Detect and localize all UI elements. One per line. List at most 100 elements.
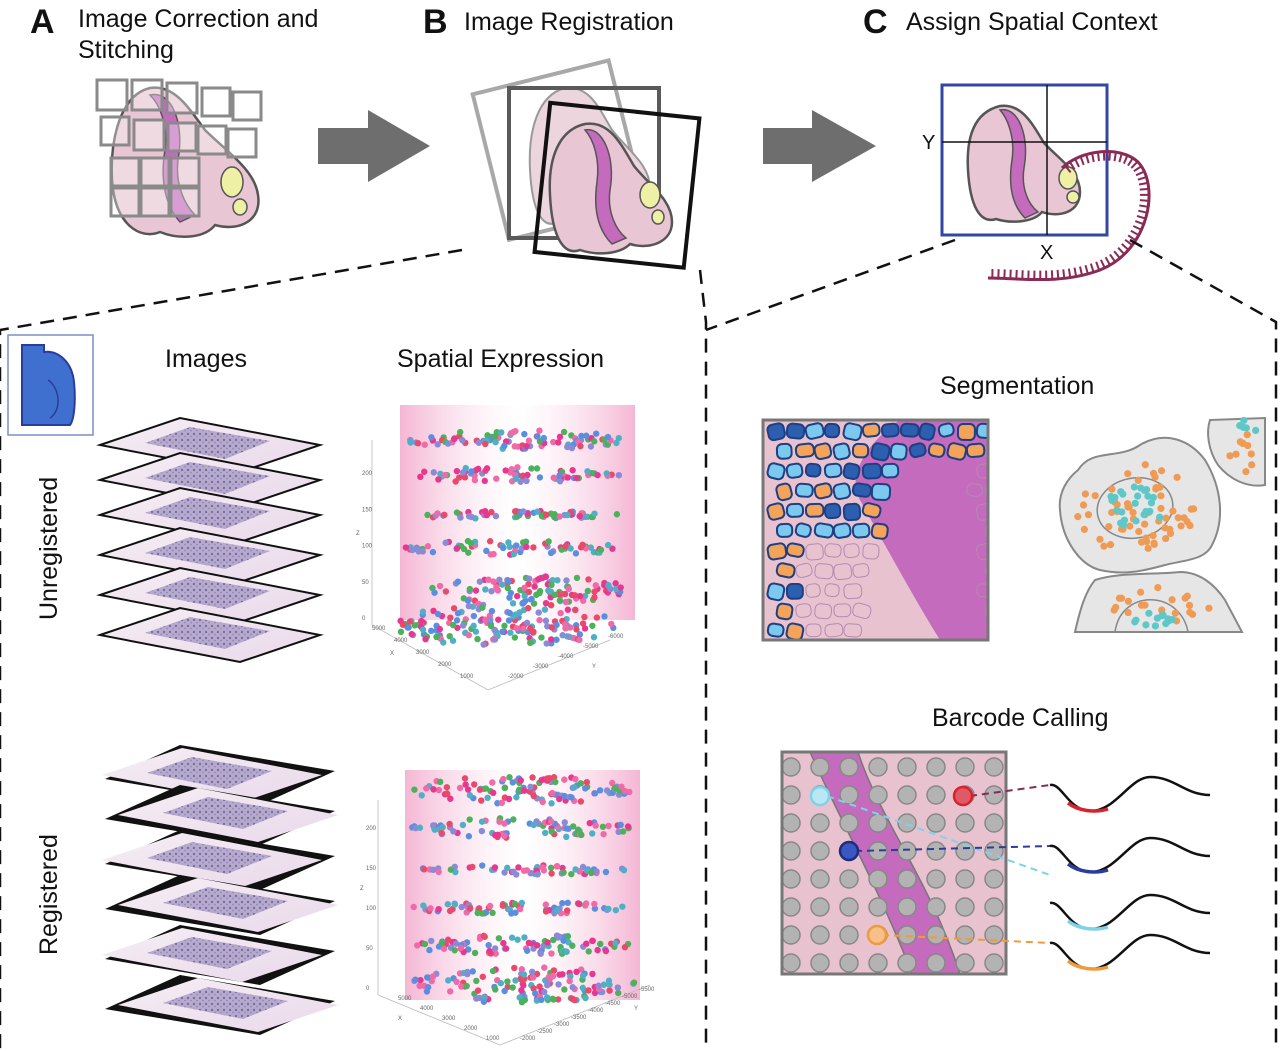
segmented-cell [794, 442, 815, 459]
expression-dot [501, 869, 508, 876]
expression-dot [529, 774, 536, 781]
expression-dot [428, 937, 435, 945]
barcode-spot [897, 841, 917, 861]
panel-a-letter: A [30, 3, 55, 41]
expression-dot [436, 582, 444, 590]
expression-dot [429, 866, 437, 874]
expression-dot [478, 827, 486, 835]
transcript-dot [1171, 609, 1179, 617]
expression-dot [591, 588, 598, 595]
barcode-spot [926, 897, 946, 917]
read-tick [1056, 269, 1060, 279]
expression-dot [553, 636, 560, 643]
expression-dot [483, 547, 490, 555]
segmented-cell [775, 482, 793, 502]
expression-dot [486, 902, 494, 910]
expression-dot [418, 617, 425, 625]
expression-dot [405, 624, 412, 631]
expression-dot [594, 946, 601, 954]
expression-dot [504, 864, 511, 872]
segmented-cell [785, 582, 804, 600]
barcode-spot [782, 925, 801, 945]
expression-dot [614, 984, 622, 991]
expression-dot [480, 932, 487, 940]
expression-dot [447, 866, 455, 873]
expression-dot [597, 940, 604, 948]
plot-y-axis-label: Y [592, 664, 596, 670]
spatial-expression-plot-unregistered: Z X Y 05010015020050004000300020001000-2… [356, 405, 635, 691]
read-backbone [1049, 775, 1211, 813]
expression-dot [549, 789, 556, 797]
expression-dot [459, 437, 466, 444]
expression-dot [523, 442, 530, 450]
expression-dot [613, 439, 620, 447]
expression-dot [430, 786, 437, 793]
expression-dot [528, 465, 535, 472]
expression-dot [524, 604, 532, 612]
tissue-slide [105, 785, 338, 845]
segmented-cell [861, 502, 882, 519]
expression-dot [446, 632, 453, 640]
expression-dot [468, 513, 475, 521]
expression-dot [511, 964, 518, 972]
segmented-cell [805, 583, 821, 598]
expression-dot [589, 622, 596, 629]
segmented-cell [794, 482, 814, 498]
plot-dots [397, 427, 624, 648]
expression-dot [459, 469, 467, 476]
barcode-spot [984, 869, 1004, 889]
expression-dot [493, 475, 500, 482]
expression-dot [556, 597, 564, 604]
expression-dot [615, 471, 623, 479]
read-tick [1139, 187, 1149, 191]
read-tick [1100, 259, 1106, 269]
expression-dot [583, 432, 590, 439]
expression-dot [542, 573, 550, 580]
barcode-spot [839, 785, 859, 805]
read-tick [1133, 165, 1142, 172]
barcode-calling-title: Barcode Calling [932, 704, 1109, 732]
segmented-cell [785, 462, 804, 479]
expression-dot [453, 617, 461, 624]
expression-dot [518, 966, 526, 973]
expression-dot [456, 474, 463, 481]
expression-dot [447, 614, 454, 621]
barcode-spot [984, 813, 1004, 833]
expression-dot [579, 984, 587, 992]
expression-dot [506, 609, 514, 617]
column-title-spatial-expression: Spatial Expression [397, 345, 604, 373]
expression-dot [562, 598, 570, 606]
segmented-cell [813, 482, 833, 500]
transcript-dot [1150, 540, 1158, 549]
expression-dot [452, 940, 460, 947]
expression-dot [500, 832, 508, 840]
barcode-spot [955, 757, 975, 777]
expression-dot [399, 621, 407, 628]
expression-dot [491, 636, 499, 643]
expression-dot [581, 613, 588, 621]
expression-dot [492, 986, 499, 993]
expression-dot [561, 590, 569, 598]
expression-dot [474, 909, 481, 917]
expression-dot [536, 589, 543, 597]
expression-dot [521, 592, 528, 600]
expression-dot [563, 833, 570, 841]
expression-dot [490, 789, 497, 797]
expression-dot [528, 968, 536, 976]
expression-dot [446, 988, 454, 995]
transcript-dot [1144, 544, 1152, 552]
transcript-dot [1149, 531, 1157, 540]
segmented-cell [804, 462, 822, 478]
expression-dot [563, 907, 571, 914]
expression-dot [501, 622, 508, 630]
expression-dot [586, 819, 593, 827]
read-tick [1109, 253, 1116, 263]
read-tick [1084, 264, 1089, 275]
expression-dot [463, 982, 470, 990]
read-backbone [1049, 933, 1211, 971]
expression-dot [436, 625, 444, 633]
expression-dot [566, 977, 573, 985]
expression-dot [406, 618, 414, 625]
expression-dot [609, 545, 616, 552]
expression-dot [485, 941, 492, 949]
